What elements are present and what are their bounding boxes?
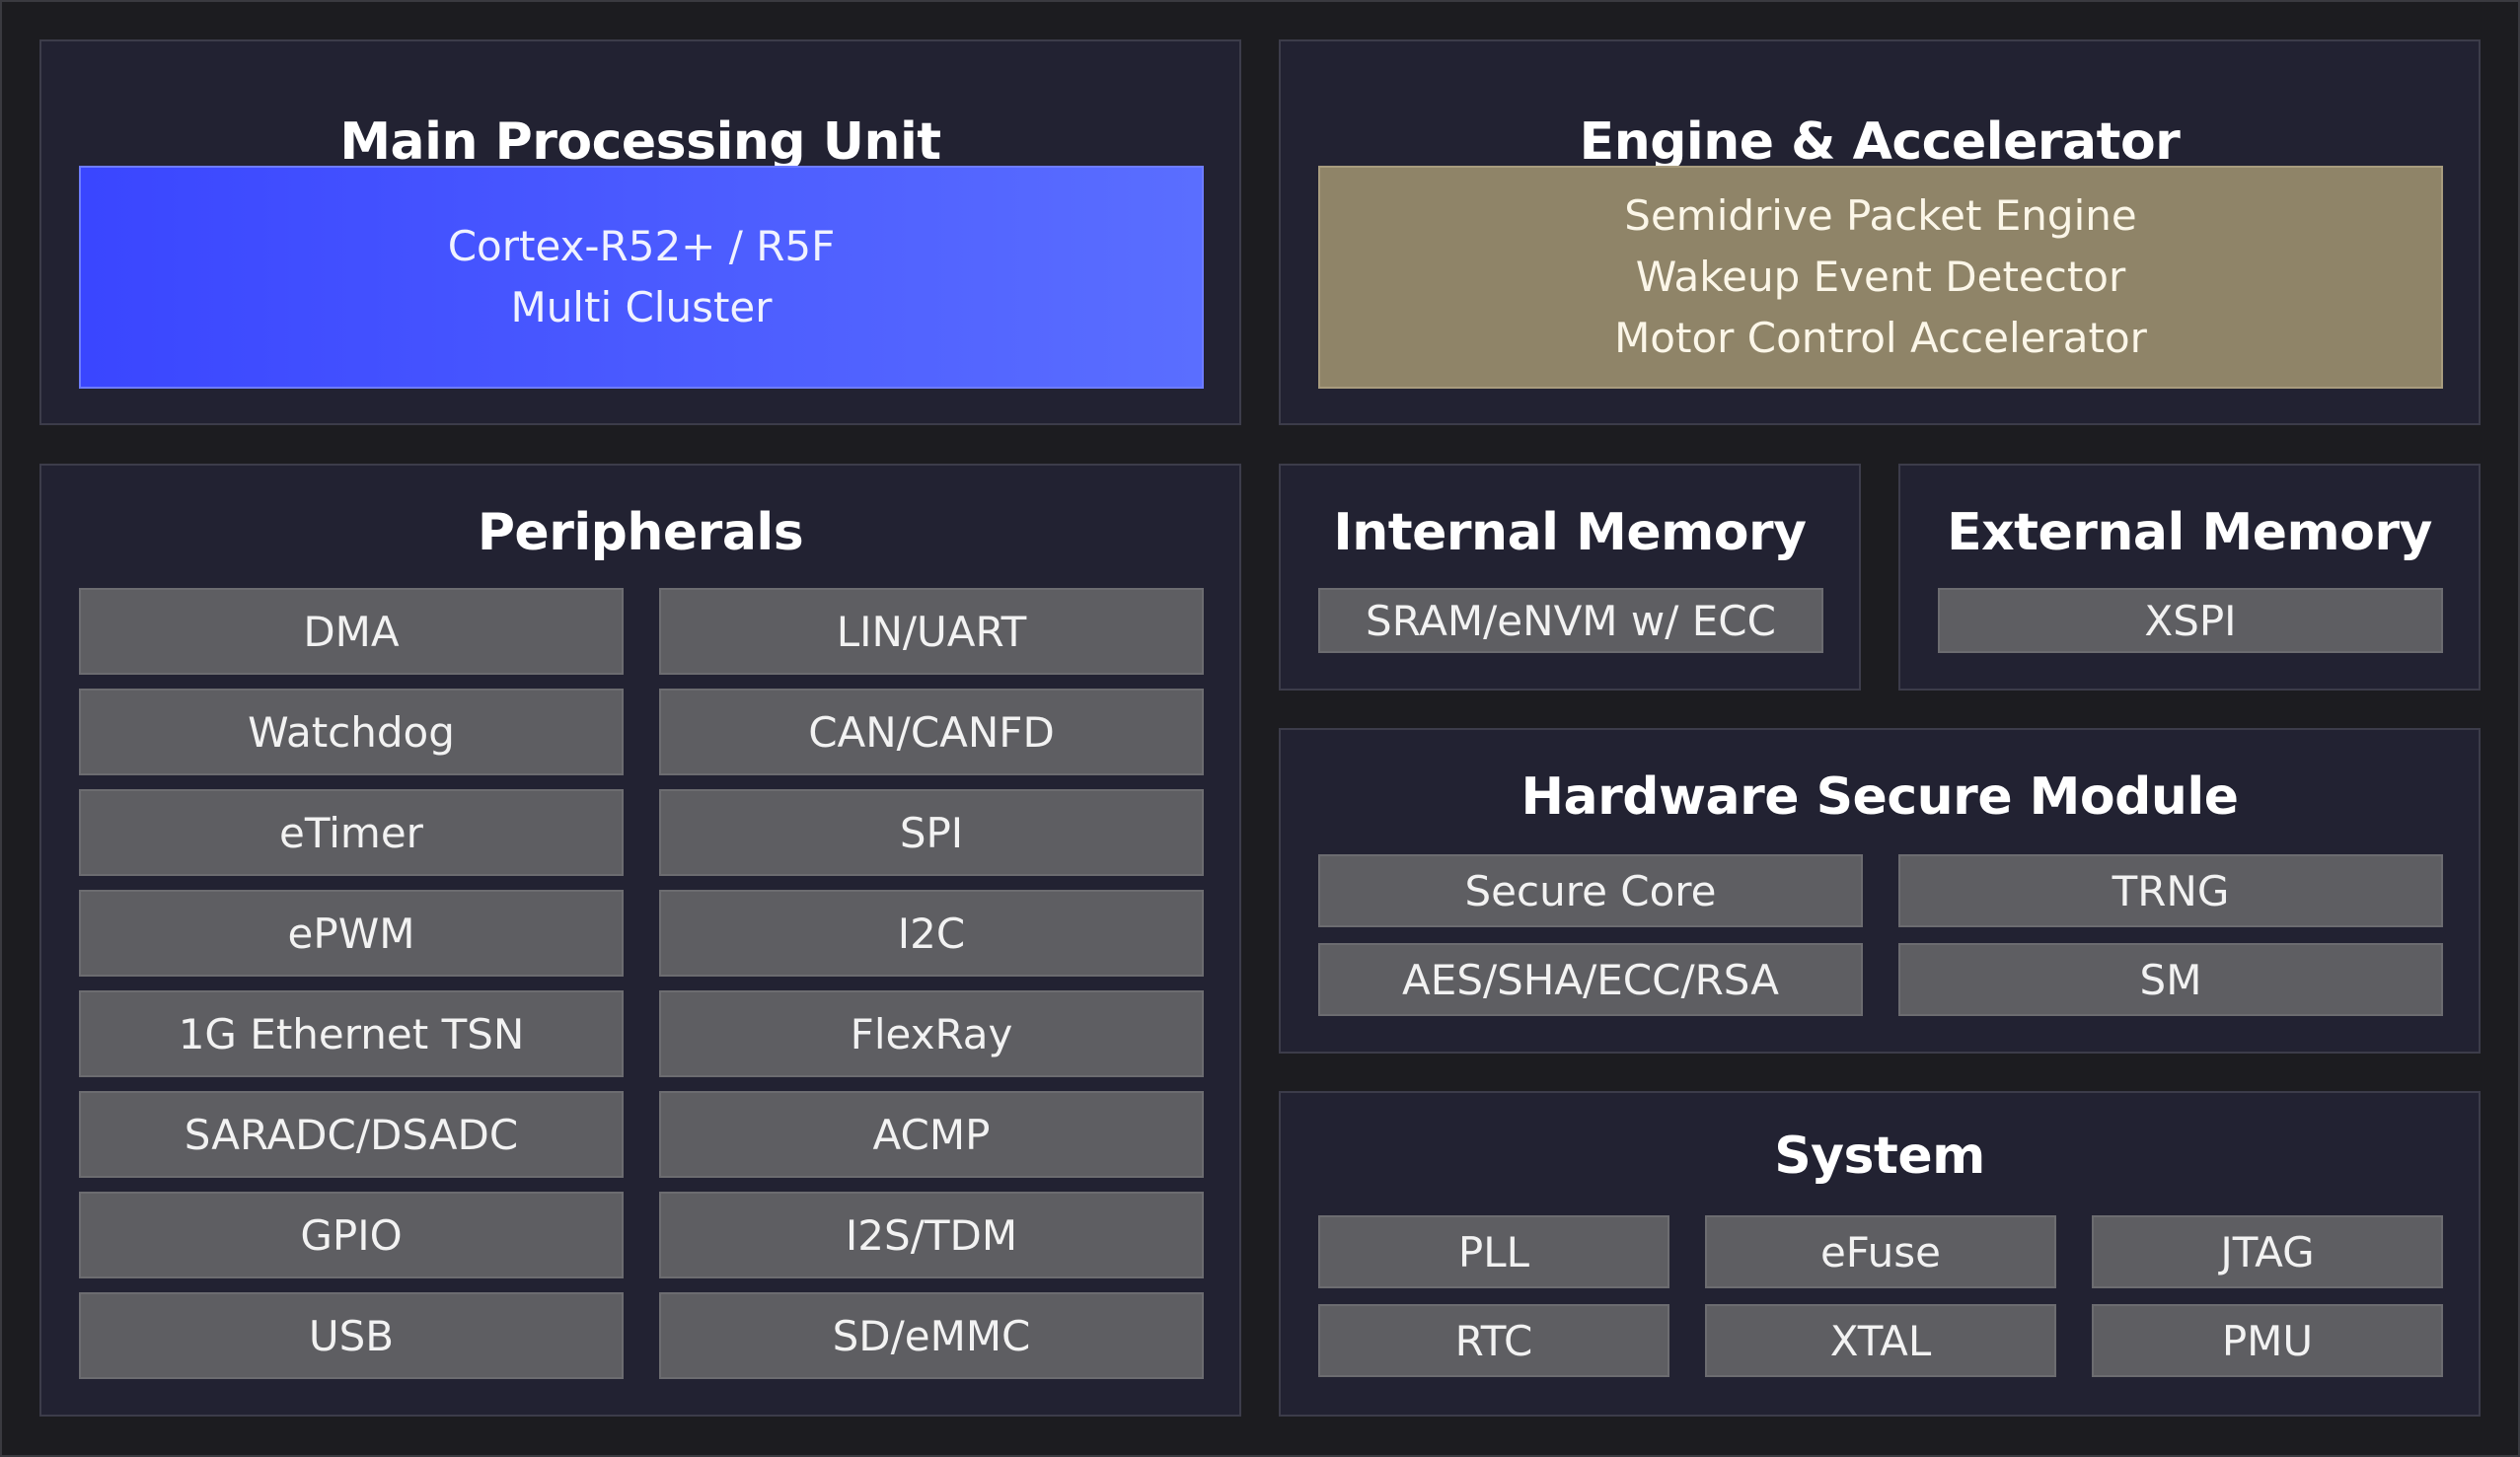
peripheral-can-canfd: CAN/CANFD [659,689,1204,775]
internal-memory-title: Internal Memory [1333,503,1807,562]
internal-memory-panel: Internal Memory SRAM/eNVM w/ ECC [1279,464,1861,691]
peripheral-epwm: ePWM [79,890,624,977]
system-xtal: XTAL [1705,1304,2056,1377]
peripheral-i2c: I2C [659,890,1204,977]
peripheral-ethernet-tsn: 1G Ethernet TSN [79,990,624,1077]
cpu-line: Multi Cluster [510,283,773,331]
peripheral-usb: USB [79,1292,624,1379]
peripheral-i2s-tdm: I2S/TDM [659,1192,1204,1278]
system-pmu: PMU [2092,1304,2443,1377]
system-rtc: RTC [1318,1304,1669,1377]
peripheral-flexray: FlexRay [659,990,1204,1077]
accelerator-block: Semidrive Packet Engine Wakeup Event Det… [1318,166,2443,389]
system-pll: PLL [1318,1215,1669,1288]
main-processing-unit-title: Main Processing Unit [339,112,941,172]
peripherals-panel: Peripherals DMA Watchdog eTimer ePWM 1G … [39,464,1241,1417]
hsm-crypto: AES/SHA/ECC/RSA [1318,943,1863,1016]
engine-accelerator-title: Engine & Accelerator [1579,112,2181,172]
external-memory-panel: External Memory XSPI [1898,464,2481,691]
accelerator-line: Semidrive Packet Engine [1624,191,2137,240]
system-title: System [1774,1127,1985,1186]
external-memory-title: External Memory [1947,503,2432,562]
peripheral-sd-emmc: SD/eMMC [659,1292,1204,1379]
peripheral-watchdog: Watchdog [79,689,624,775]
accelerator-line: Motor Control Accelerator [1614,314,2147,362]
cpu-block: Cortex-R52+ / R5F Multi Cluster [79,166,1204,389]
external-memory-xspi: XSPI [1938,588,2443,653]
system-panel: System PLL eFuse JTAG RTC XTAL PMU [1279,1091,2481,1417]
peripheral-lin-uart: LIN/UART [659,588,1204,675]
peripheral-etimer: eTimer [79,789,624,876]
system-jtag: JTAG [2092,1215,2443,1288]
internal-memory-sram: SRAM/eNVM w/ ECC [1318,588,1823,653]
peripheral-dma: DMA [79,588,624,675]
hsm-sm: SM [1898,943,2443,1016]
peripherals-title: Peripherals [477,503,804,562]
engine-accelerator-panel: Engine & Accelerator Semidrive Packet En… [1279,39,2481,425]
peripheral-gpio: GPIO [79,1192,624,1278]
peripheral-adc: SARADC/DSADC [79,1091,624,1178]
accelerator-line: Wakeup Event Detector [1635,253,2126,301]
peripheral-spi: SPI [659,789,1204,876]
peripheral-acmp: ACMP [659,1091,1204,1178]
system-efuse: eFuse [1705,1215,2056,1288]
hsm-trng: TRNG [1898,854,2443,927]
cpu-line: Cortex-R52+ / R5F [447,222,836,270]
main-processing-unit-panel: Main Processing Unit Cortex-R52+ / R5F M… [39,39,1241,425]
hsm-secure-core: Secure Core [1318,854,1863,927]
hardware-secure-module-title: Hardware Secure Module [1520,767,2239,827]
hardware-secure-module-panel: Hardware Secure Module Secure Core TRNG … [1279,728,2481,1054]
